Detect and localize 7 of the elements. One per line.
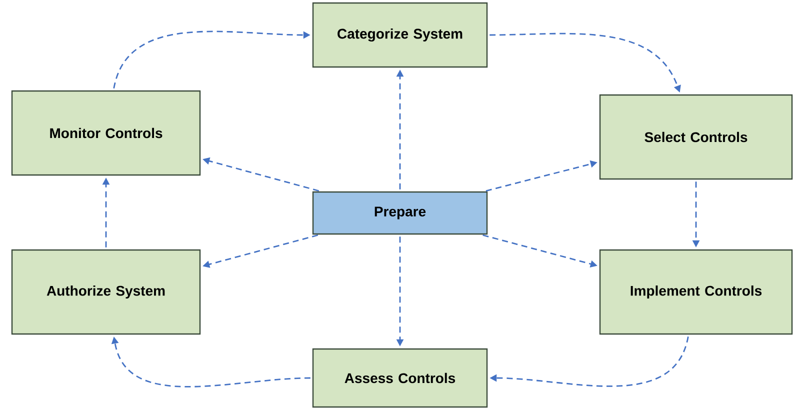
step-box: Authorize System — [11, 249, 201, 335]
step-box: Select Controls — [599, 94, 793, 180]
step-box: Categorize System — [312, 2, 488, 68]
step-box: Implement Controls — [599, 249, 793, 335]
step-box: Assess Controls — [312, 348, 488, 408]
step-box: Monitor Controls — [11, 90, 201, 176]
highlighted-step-box: Prepare — [312, 191, 488, 235]
